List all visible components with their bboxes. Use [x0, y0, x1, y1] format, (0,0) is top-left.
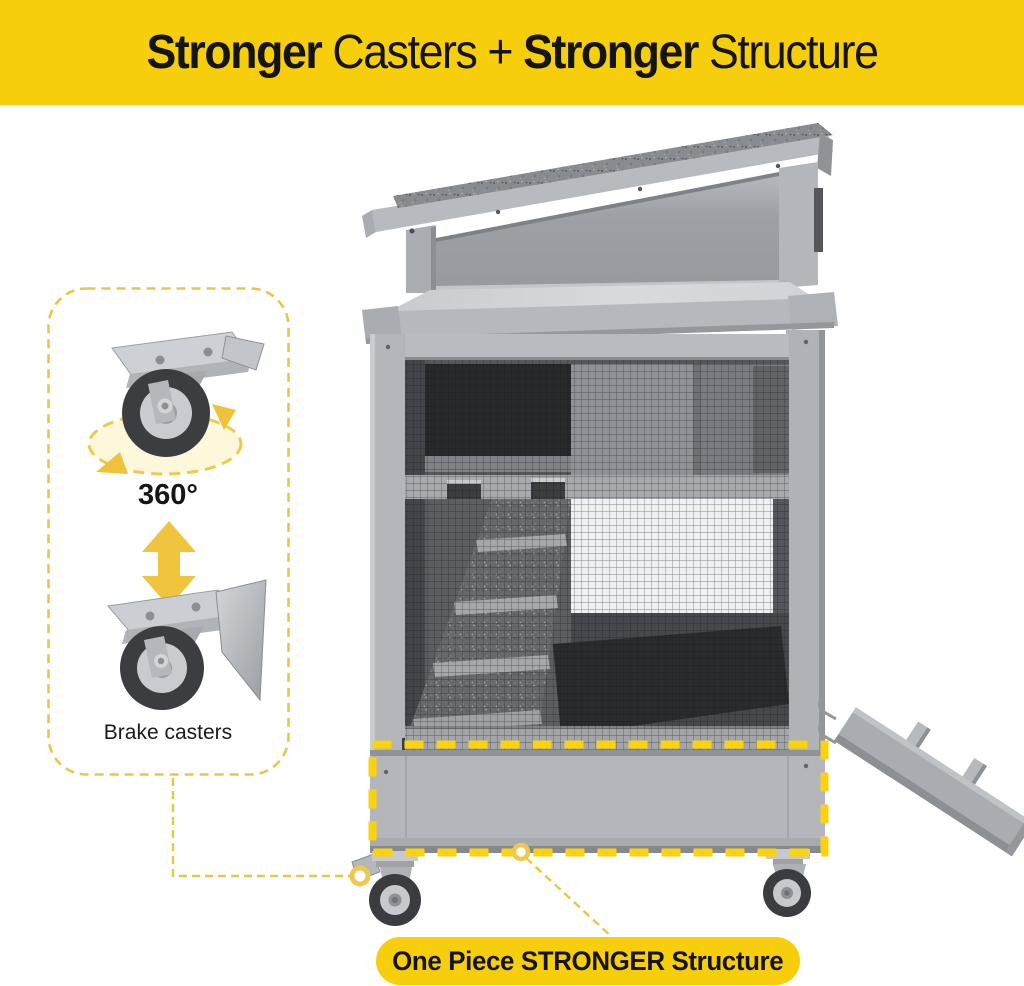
hutch-clerestory	[406, 162, 823, 293]
caster-marker-dot	[349, 865, 371, 887]
wire-mesh	[405, 360, 789, 750]
caster-callout-panel	[47, 287, 290, 776]
hutch-top-shelf	[362, 280, 838, 344]
caster-front-left	[351, 851, 421, 926]
callout-connector-line	[171, 778, 350, 878]
base-highlight-box	[368, 740, 829, 857]
hutch-roof	[362, 123, 833, 238]
brake-lever-flap	[215, 579, 267, 702]
structure-connector-line	[525, 857, 613, 938]
structure-marker-dot	[511, 842, 531, 862]
banner-segment: Casters +	[321, 26, 524, 79]
banner-segment: Stronger	[146, 26, 322, 79]
side-door-ramp	[818, 694, 1024, 857]
banner-segment: Structure	[697, 26, 879, 79]
caster-front-right	[763, 849, 811, 917]
rotation-arrowhead	[212, 404, 236, 430]
up-down-arrow-icon	[142, 521, 196, 607]
swivel-caster-image	[111, 331, 265, 457]
hutch-interior	[402, 360, 789, 750]
brake-caster-image	[107, 579, 267, 710]
door-hook	[818, 718, 837, 745]
structure-tag-label: One Piece STRONGER Structure	[392, 945, 784, 976]
banner-segment: Stronger	[523, 26, 699, 79]
hutch	[351, 123, 1024, 926]
callout-dashed-border	[47, 287, 290, 776]
structure-tag: One Piece STRONGER Structure	[376, 937, 800, 985]
rotation-label: 360°	[138, 479, 198, 511]
title-banner: Stronger Casters + Stronger Structure	[0, 0, 1024, 105]
annotations	[171, 740, 829, 938]
brake-casters-label: Brake casters	[103, 721, 233, 744]
hutch-base	[370, 750, 825, 853]
roof-latch	[814, 188, 823, 252]
rotation-arrowhead	[96, 452, 128, 474]
banner-title: Stronger Casters + Stronger Structure	[146, 25, 879, 80]
door-hook	[818, 694, 837, 721]
